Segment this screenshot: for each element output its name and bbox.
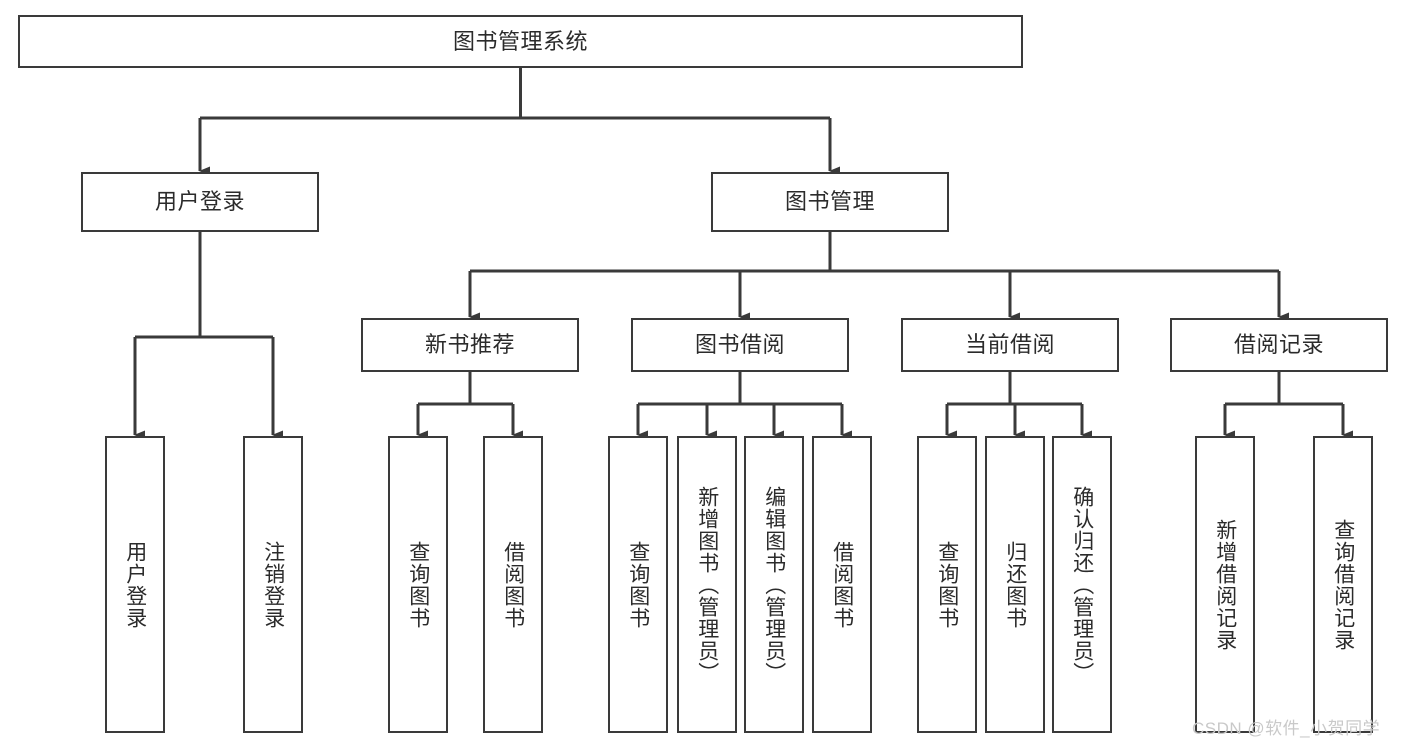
node-label: 查询图书: [406, 540, 430, 629]
node-label: 图书借阅: [694, 332, 785, 358]
node-label: 新增借阅记录: [1213, 518, 1237, 651]
connector-lines: [133, 68, 1353, 440]
node-leaf-cb-query[interactable]: 查询图书: [917, 436, 977, 733]
node-label: 借阅图书: [501, 540, 525, 629]
node-leaf-cb-confirm[interactable]: 确认归还（管理员）: [1052, 436, 1112, 733]
node-book-manage[interactable]: 图书管理: [711, 172, 949, 232]
node-label: 查询图书: [935, 540, 959, 629]
node-label: 新增图书（管理员）: [695, 485, 719, 684]
node-user-login[interactable]: 用户登录: [81, 172, 319, 232]
node-label: 借阅记录: [1233, 332, 1324, 358]
node-label: 查询借阅记录: [1331, 518, 1355, 651]
node-label: 注销登录: [261, 540, 285, 629]
node-leaf-rec-query[interactable]: 查询图书: [388, 436, 448, 733]
node-label: 确认归还（管理员）: [1070, 485, 1094, 684]
node-root[interactable]: 图书管理系统: [18, 15, 1023, 68]
node-label: 当前借阅: [964, 332, 1055, 358]
node-leaf-user-login[interactable]: 用户登录: [105, 436, 165, 733]
node-leaf-bb-add[interactable]: 新增图书（管理员）: [677, 436, 737, 733]
node-new-book-rec[interactable]: 新书推荐: [361, 318, 579, 372]
node-leaf-rec-borrow[interactable]: 借阅图书: [483, 436, 543, 733]
node-label: 借阅图书: [830, 540, 854, 629]
node-leaf-br-query[interactable]: 查询借阅记录: [1313, 436, 1373, 733]
node-label: 图书管理: [784, 189, 875, 215]
node-leaf-logout[interactable]: 注销登录: [243, 436, 303, 733]
node-leaf-bb-borrow[interactable]: 借阅图书: [812, 436, 872, 733]
node-label: 用户登录: [123, 540, 147, 629]
node-label: 用户登录: [154, 189, 245, 215]
node-current-borrow[interactable]: 当前借阅: [901, 318, 1119, 372]
node-label: 查询图书: [626, 540, 650, 629]
node-book-borrow[interactable]: 图书借阅: [631, 318, 849, 372]
node-leaf-bb-query[interactable]: 查询图书: [608, 436, 668, 733]
node-borrow-record[interactable]: 借阅记录: [1170, 318, 1388, 372]
node-label: 新书推荐: [424, 332, 515, 358]
node-leaf-bb-edit[interactable]: 编辑图书（管理员）: [744, 436, 804, 733]
node-label: 编辑图书（管理员）: [762, 485, 786, 684]
node-leaf-br-add[interactable]: 新增借阅记录: [1195, 436, 1255, 733]
node-label: 图书管理系统: [452, 28, 588, 54]
node-label: 归还图书: [1003, 540, 1027, 629]
node-leaf-cb-return[interactable]: 归还图书: [985, 436, 1045, 733]
